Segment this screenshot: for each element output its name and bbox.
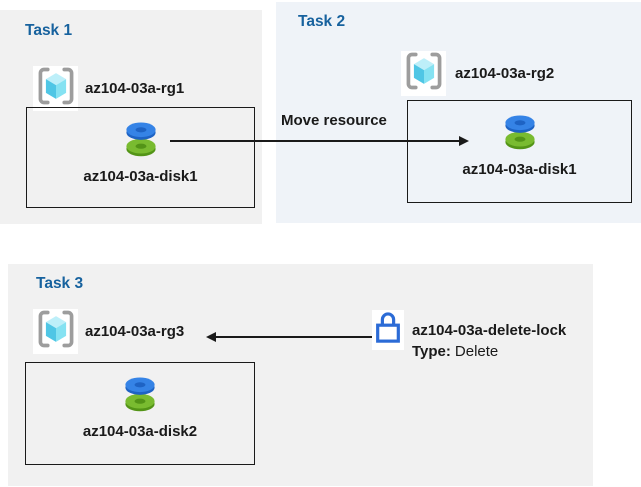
delete-lock-type-value: Delete xyxy=(454,343,499,360)
lock-arrowhead-icon xyxy=(206,332,216,342)
task2-resource-group-tile xyxy=(401,51,446,96)
lock-icon xyxy=(373,309,403,352)
task2-title: Task 2 xyxy=(298,13,346,30)
delete-lock-name: az104-03a-delete-lock xyxy=(412,322,567,339)
task3-title: Task 3 xyxy=(36,275,84,292)
move-arrow-label: Move resource xyxy=(281,112,387,129)
task1-title: Task 1 xyxy=(25,22,73,39)
delete-lock-text: az104-03a-delete-lock Type:Delete xyxy=(412,320,566,362)
task3-disk-label: az104-03a-disk2 xyxy=(82,423,198,440)
move-arrowhead-icon xyxy=(459,136,469,146)
task1-panel: Task 1 az104-03a-rg1 az104-03a-disk1 xyxy=(0,10,262,224)
resource-group-icon xyxy=(402,49,446,98)
managed-disk-icon xyxy=(118,372,162,419)
task2-resource-group-label: az104-03a-rg2 xyxy=(455,65,555,82)
resource-group-icon xyxy=(34,64,78,113)
resource-group-icon xyxy=(34,307,78,356)
task1-resource-box: az104-03a-disk1 xyxy=(26,107,255,208)
managed-disk-icon xyxy=(119,117,163,164)
task3-resource-group-tile xyxy=(33,309,78,354)
delete-lock-type-label: Type: xyxy=(412,343,451,360)
task1-resource-group-tile xyxy=(33,66,78,111)
managed-disk-icon xyxy=(498,110,542,157)
task3-resource-group-label: az104-03a-rg3 xyxy=(85,323,185,340)
delete-lock-tile xyxy=(372,310,404,350)
task1-resource-group-label: az104-03a-rg1 xyxy=(85,80,185,97)
task3-resource-box: az104-03a-disk2 xyxy=(25,362,255,465)
task2-disk-label: az104-03a-disk1 xyxy=(462,161,577,178)
lock-arrow-line xyxy=(216,336,372,338)
task2-panel: Task 2 az104-03a-rg2 az104-03a-disk1 xyxy=(276,2,641,223)
delete-lock-type-row: Type:Delete xyxy=(412,341,566,362)
task3-panel: Task 3 az104-03a-rg3 az104-03a-disk2 xyxy=(8,264,593,486)
task1-disk-label: az104-03a-disk1 xyxy=(83,168,198,185)
task2-resource-box: az104-03a-disk1 xyxy=(407,100,632,203)
move-arrow-line xyxy=(170,140,460,142)
